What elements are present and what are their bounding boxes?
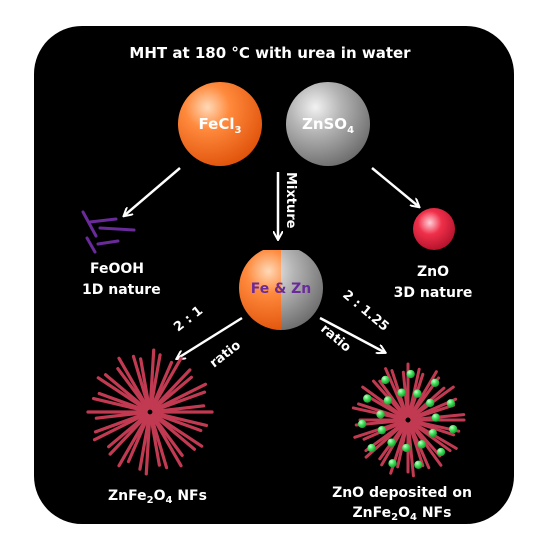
- zno-particle: [387, 438, 396, 447]
- zno-label: ZnO: [417, 264, 449, 280]
- nanorod: [149, 414, 161, 467]
- nanorod: [151, 375, 193, 412]
- zno-particle: [377, 425, 387, 435]
- nanorod: [149, 353, 162, 410]
- nanorod: [407, 422, 425, 468]
- nanorod: [107, 412, 149, 449]
- zno-particle: [367, 443, 376, 453]
- nanorod: [361, 385, 407, 420]
- zno-particle: [388, 459, 397, 468]
- fe-zn-mixed-sphere: [239, 250, 323, 330]
- zno-particle: [376, 410, 385, 419]
- zno-particle: [397, 388, 406, 397]
- zno-particle: [430, 378, 440, 387]
- zno-deposited-label-line2: ZnFe2O4 NFs: [353, 505, 452, 523]
- nanorod: [117, 413, 150, 468]
- reaction-conditions-title: MHT at 180 °C with urea in water: [129, 44, 411, 62]
- zno-particle: [406, 369, 415, 379]
- mixture-label: Mixture: [283, 172, 298, 229]
- nanorod: [150, 356, 183, 411]
- zno-deposited-label-line1: ZnO deposited on: [332, 485, 472, 501]
- zno-particle: [414, 460, 423, 470]
- nanorod: [97, 391, 148, 413]
- nanorod: [150, 413, 183, 468]
- fecl3-label: FeCl3: [199, 115, 242, 136]
- feooh-nature-label: 1D nature: [82, 282, 161, 298]
- nanorod: [103, 373, 149, 412]
- arrow-to-znfe2o4: [178, 316, 243, 358]
- nanorod: [117, 356, 150, 411]
- nanorod: [152, 404, 206, 414]
- zno-particle: [357, 419, 367, 429]
- nanorod: [410, 403, 456, 421]
- nanorod: [378, 379, 408, 419]
- feooh-rods: [81, 210, 136, 254]
- arrow-to-zno-deposited: [319, 316, 384, 352]
- nanorod: [152, 390, 207, 413]
- znso4-sphere: [286, 82, 370, 166]
- zno-particle: [417, 440, 426, 449]
- nanorod: [410, 419, 456, 437]
- fecl3-sphere: [178, 82, 262, 166]
- zno-particle: [381, 375, 390, 385]
- zno-particle: [436, 447, 446, 457]
- arrow-to-feooh: [125, 167, 181, 215]
- zno-particle: [363, 394, 372, 403]
- zno-particle: [402, 443, 411, 453]
- nanorod: [139, 357, 151, 410]
- feooh-label: FeOOH: [90, 261, 144, 277]
- zno-sphere: [413, 208, 455, 250]
- znso4-label: ZnSO4: [302, 115, 354, 136]
- znfe2o4-label: ZnFe2O4 NFs: [108, 488, 207, 506]
- zno-deposited-nanoflower: [351, 362, 466, 478]
- fe-zn-label: Fe & Zn: [251, 281, 312, 297]
- znfe2o4-nanoflower: [86, 348, 214, 476]
- zno-particle: [448, 424, 458, 434]
- nanorod: [93, 411, 148, 434]
- zno-particle: [446, 399, 456, 408]
- nanorod: [138, 414, 151, 471]
- arrow-to-zno: [371, 167, 418, 206]
- zno-nature-label: 3D nature: [394, 285, 473, 301]
- nanorod: [151, 412, 197, 451]
- zno-particle: [413, 389, 422, 398]
- zno-particle: [428, 428, 437, 438]
- zno-particle: [425, 398, 435, 408]
- nanorod: [152, 411, 203, 433]
- zno-particle: [431, 413, 441, 422]
- zno-particle: [383, 396, 393, 405]
